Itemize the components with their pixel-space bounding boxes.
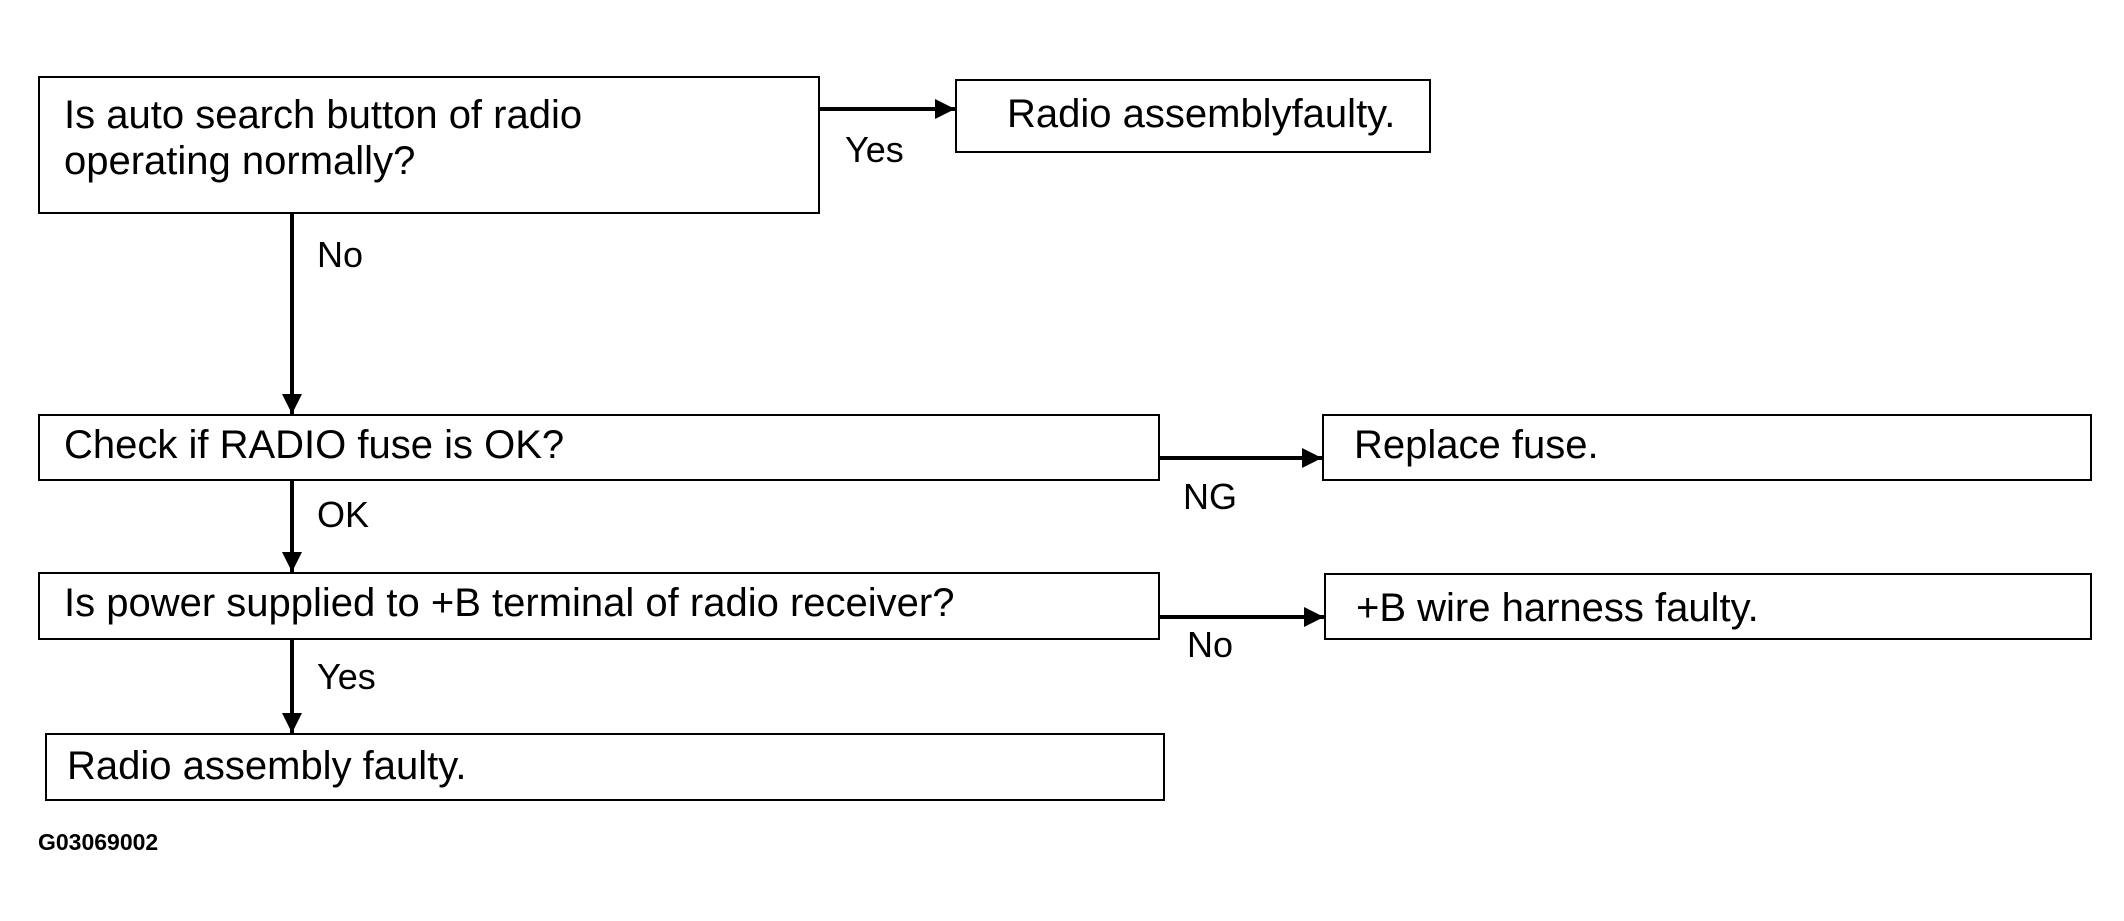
node-radio-fuse-question: Check if RADIO fuse is OK? (38, 414, 1160, 481)
edge-label-ok: OK (317, 494, 370, 535)
edge-label-yes-1: Yes (845, 129, 904, 170)
node-radio-fuse-label: Check if RADIO fuse is OK? (64, 423, 565, 467)
node-b-wire-harness-faulty: +B wire harness faulty. (1324, 573, 2092, 640)
node-power-b-label: Is power supplied to +B terminal of radi… (64, 581, 955, 625)
node-auto-search-question: Is auto search button of radio operating… (38, 76, 820, 214)
node-power-b-question: Is power supplied to +B terminal of radi… (38, 572, 1160, 640)
node-replace-fuse: Replace fuse. (1322, 414, 2092, 481)
node-auto-search-line-2: operating normally? (64, 139, 416, 183)
edge-label-no-1: No (317, 234, 364, 275)
edge-label-yes-2: Yes (317, 656, 376, 697)
node-radio-assembly-faulty-1: Radio assemblyfaulty. (955, 79, 1431, 153)
figure-code: G03069002 (38, 829, 159, 855)
node-replace-fuse-label: Replace fuse. (1354, 423, 1599, 467)
node-radio-assembly-faulty-2-label: Radio assembly faulty. (67, 744, 467, 788)
node-radio-assembly-faulty-1-label: Radio assemblyfaulty. (1007, 92, 1396, 136)
node-b-wire-harness-label: +B wire harness faulty. (1356, 586, 1759, 630)
edge-label-ng: NG (1183, 476, 1237, 517)
edge-label-no-2: No (1187, 624, 1234, 665)
node-radio-assembly-faulty-2: Radio assembly faulty. (45, 733, 1165, 801)
node-auto-search-line-1: Is auto search button of radio (64, 93, 583, 137)
